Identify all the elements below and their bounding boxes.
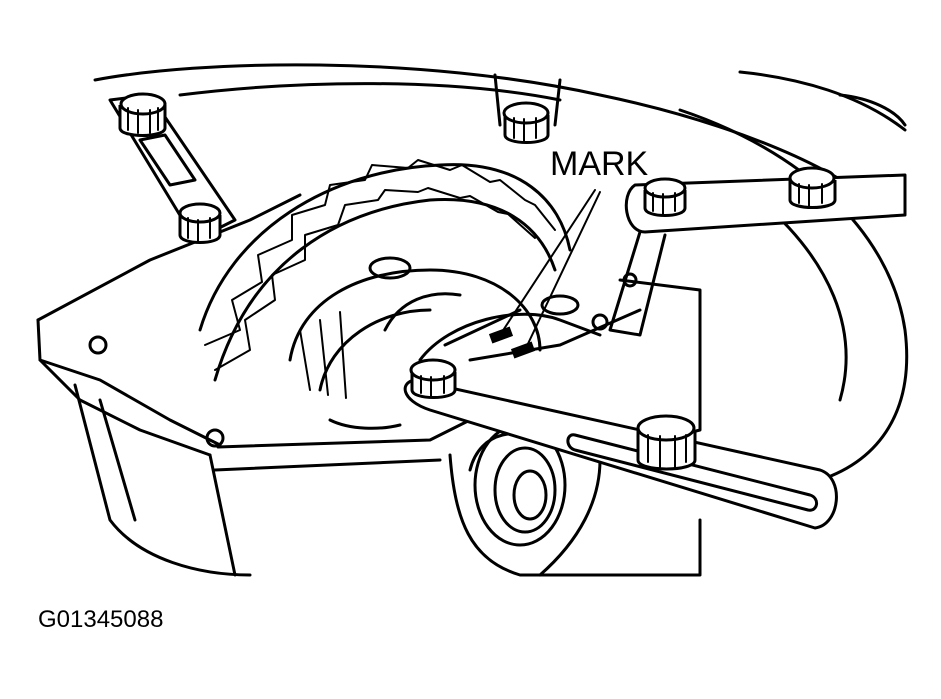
tool-bar-bottom xyxy=(403,378,838,530)
mark-label: MARK xyxy=(550,145,649,183)
bolt-top-left-1 xyxy=(118,92,167,137)
bolt-bottom-2 xyxy=(636,414,697,471)
bolt-top-center xyxy=(502,101,550,144)
figure-id: G01345088 xyxy=(38,606,163,633)
ring-gear xyxy=(198,159,580,430)
mark-leader-lines xyxy=(499,189,601,351)
bolt-top-left-2 xyxy=(178,202,222,244)
bolt-bottom-1 xyxy=(409,358,457,399)
bolt-right-2 xyxy=(788,166,837,209)
bolt-right-1 xyxy=(643,177,687,217)
alignment-mark-2 xyxy=(510,341,536,359)
tool-rod-top-center xyxy=(493,73,562,127)
